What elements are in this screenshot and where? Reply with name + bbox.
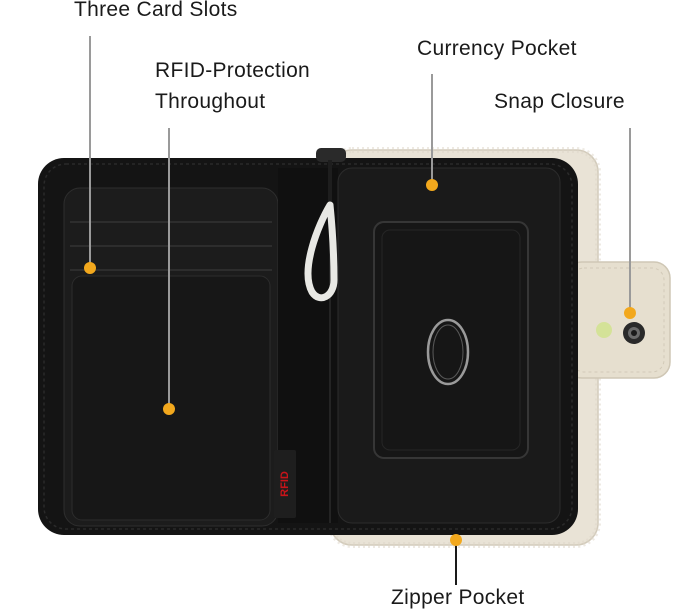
callout-leader-lines bbox=[89, 36, 631, 585]
callout-dot-card-slots bbox=[84, 262, 96, 274]
rfid-tag-text: RFID bbox=[279, 471, 291, 497]
callout-currency: Currency Pocket bbox=[417, 37, 577, 60]
callout-rfid-line2: Throughout bbox=[155, 90, 266, 113]
callout-card-slots: Three Card Slots bbox=[74, 0, 238, 21]
callout-dot-currency bbox=[426, 179, 438, 191]
callout-rfid-line1: RFID-Protection bbox=[155, 59, 311, 82]
callout-dot-zipper bbox=[450, 534, 462, 546]
card-slots-panel bbox=[63, 187, 279, 527]
callout-dots bbox=[84, 179, 636, 546]
id-window bbox=[373, 221, 529, 459]
wallet-spine bbox=[274, 168, 338, 523]
callout-snap: Snap Closure bbox=[494, 90, 625, 113]
callout-dot-snap bbox=[624, 307, 636, 319]
callout-zipper: Zipper Pocket bbox=[391, 586, 525, 609]
callout-dot-rfid bbox=[163, 403, 175, 415]
rfid-tag bbox=[274, 450, 296, 518]
thumb-cutout bbox=[426, 318, 470, 386]
snap-closure-tab bbox=[565, 261, 671, 379]
zipper-pull bbox=[304, 148, 346, 302]
currency-panel bbox=[337, 167, 561, 524]
